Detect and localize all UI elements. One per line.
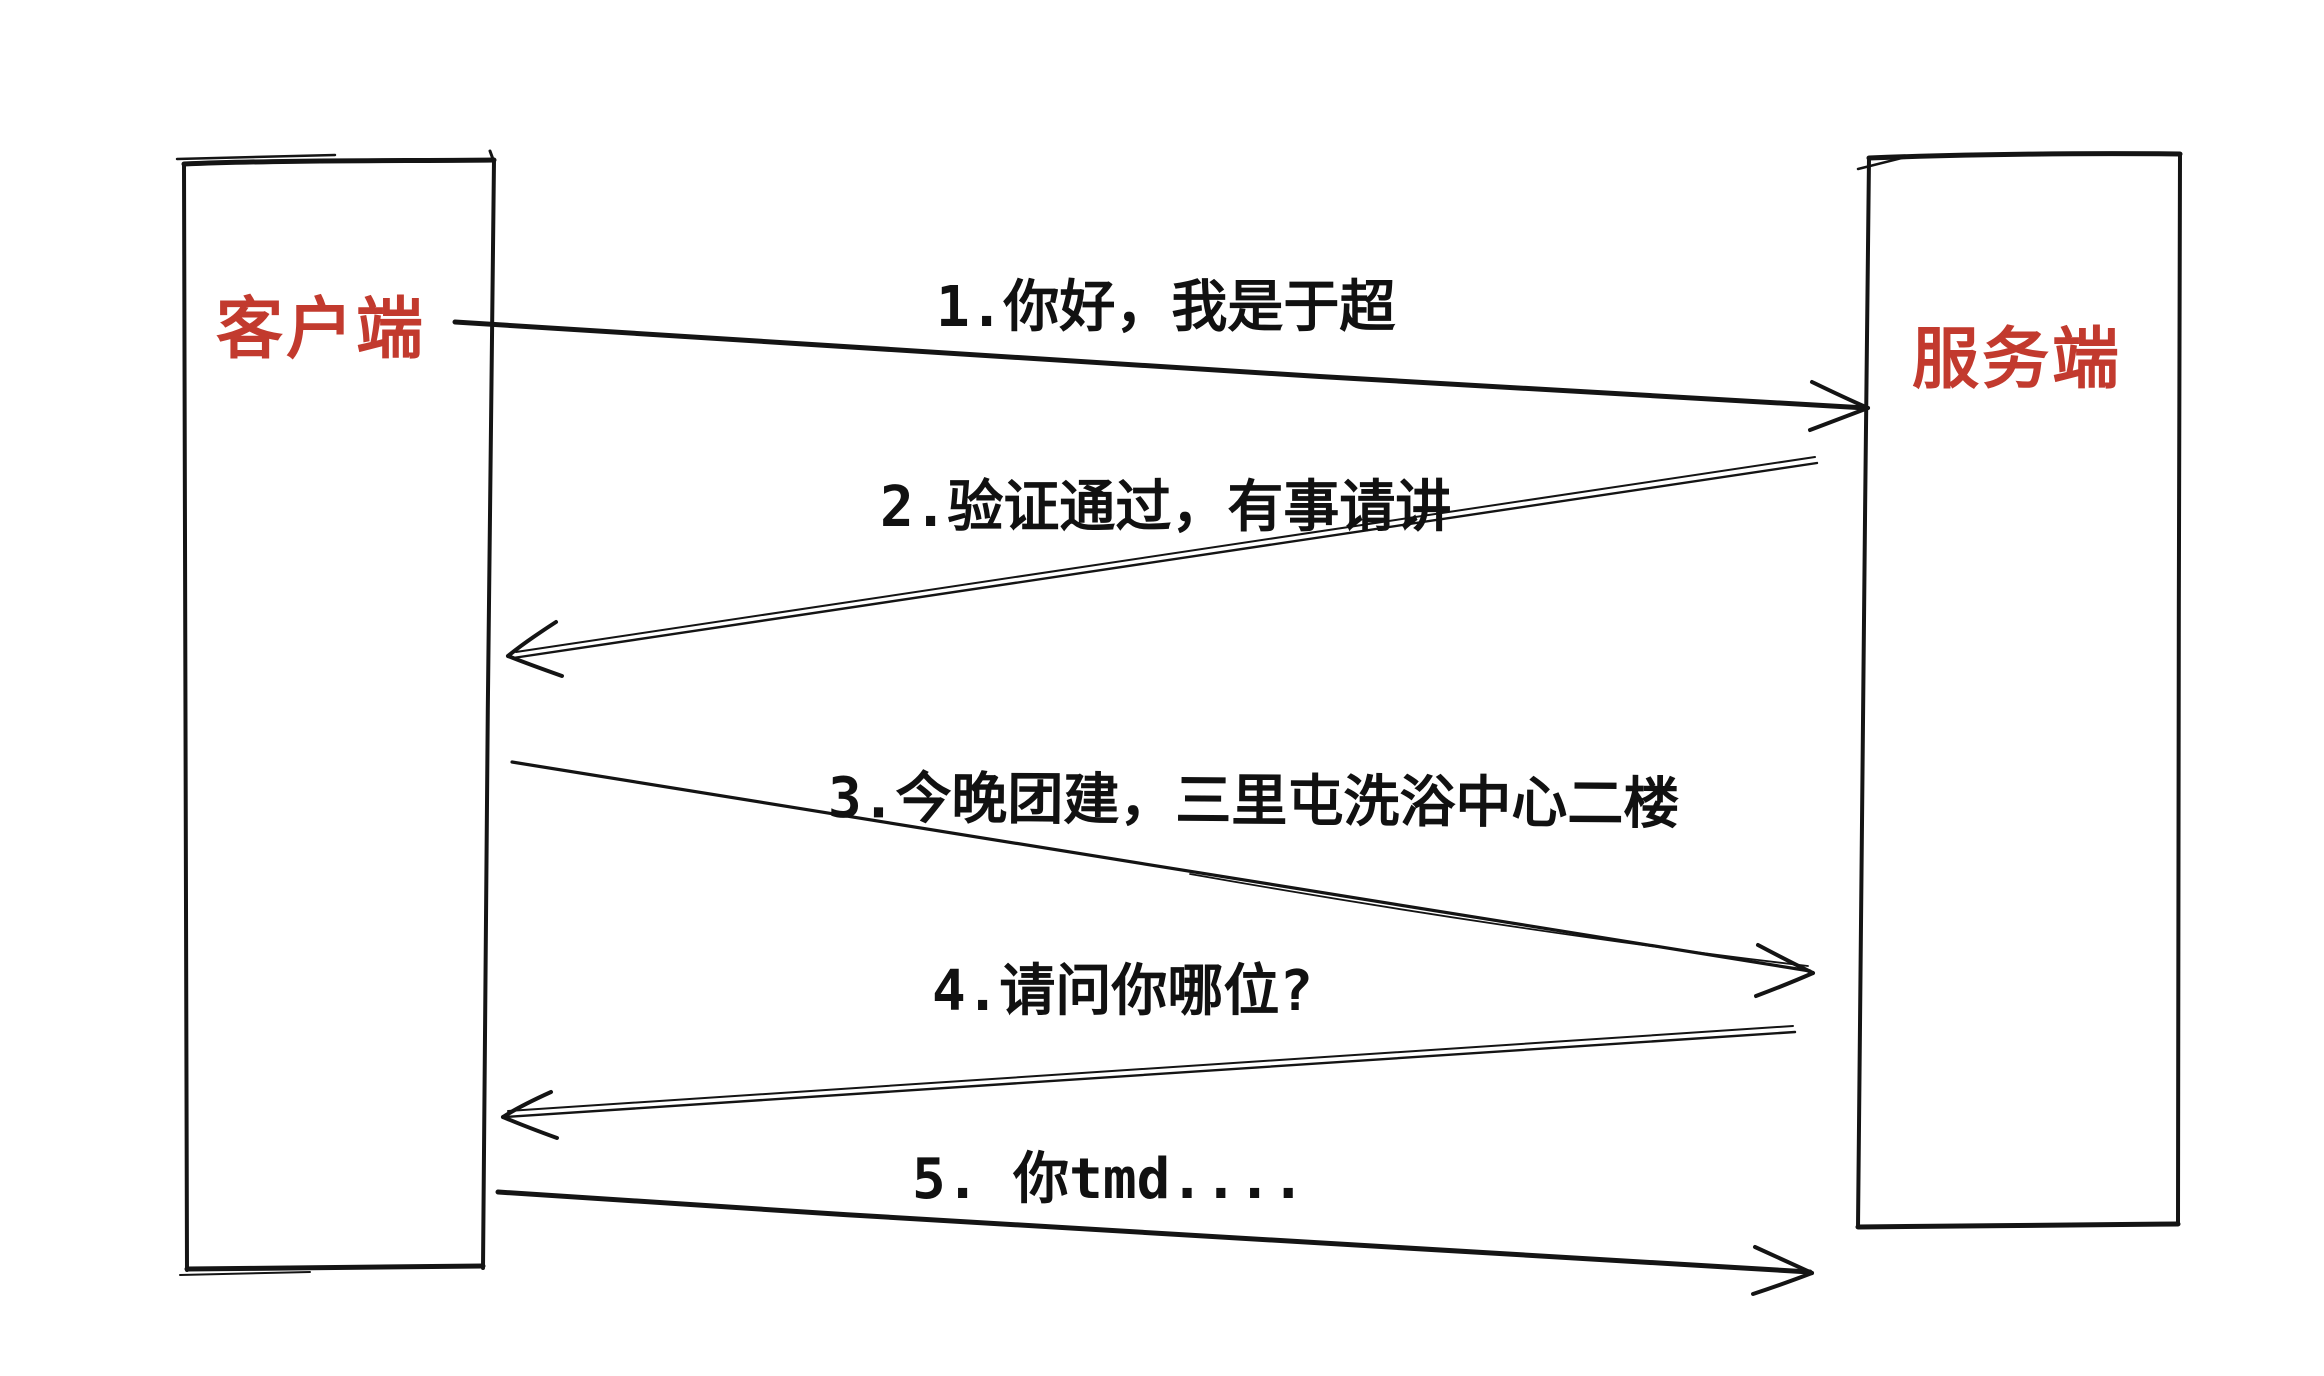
message-arrow-2 bbox=[506, 456, 1819, 678]
message-label-2: 2.验证通过，有事请讲 bbox=[880, 475, 1452, 540]
message-label-4: 4.请问你哪位? bbox=[932, 959, 1314, 1024]
message-line-4 bbox=[503, 1030, 1797, 1119]
arrowhead-right-3 bbox=[1754, 943, 1815, 998]
arrowhead-left-2 bbox=[506, 620, 564, 678]
message-line-1 bbox=[452, 319, 1869, 411]
message-line-5 bbox=[495, 1189, 1813, 1275]
actor-label-server: 服务端 bbox=[1912, 320, 2122, 398]
message-arrow-4 bbox=[501, 1025, 1797, 1140]
message-line-2 bbox=[511, 461, 1819, 660]
message-arrow-5 bbox=[495, 1189, 1814, 1296]
message-line-4b bbox=[507, 1025, 1794, 1112]
message-arrow-3 bbox=[510, 760, 1815, 998]
message-label-1: 1.你好，我是于超 bbox=[936, 275, 1396, 340]
arrowhead-right-1 bbox=[1808, 380, 1870, 432]
message-label-3: 3.今晚团建，三里屯洗浴中心二楼 bbox=[827, 766, 1680, 837]
message-arrow-1 bbox=[452, 319, 1870, 432]
message-line-3b bbox=[1189, 873, 1809, 967]
actor-box-client bbox=[175, 149, 497, 1276]
arrowhead-left-4 bbox=[501, 1090, 559, 1140]
message-line-2b bbox=[515, 456, 1816, 653]
arrowhead-right-5 bbox=[1751, 1245, 1814, 1296]
message-label-5: 5. 你tmd.... bbox=[912, 1147, 1306, 1212]
actor-label-client: 客户端 bbox=[216, 290, 426, 368]
actor-box-server bbox=[1855, 151, 2183, 1230]
